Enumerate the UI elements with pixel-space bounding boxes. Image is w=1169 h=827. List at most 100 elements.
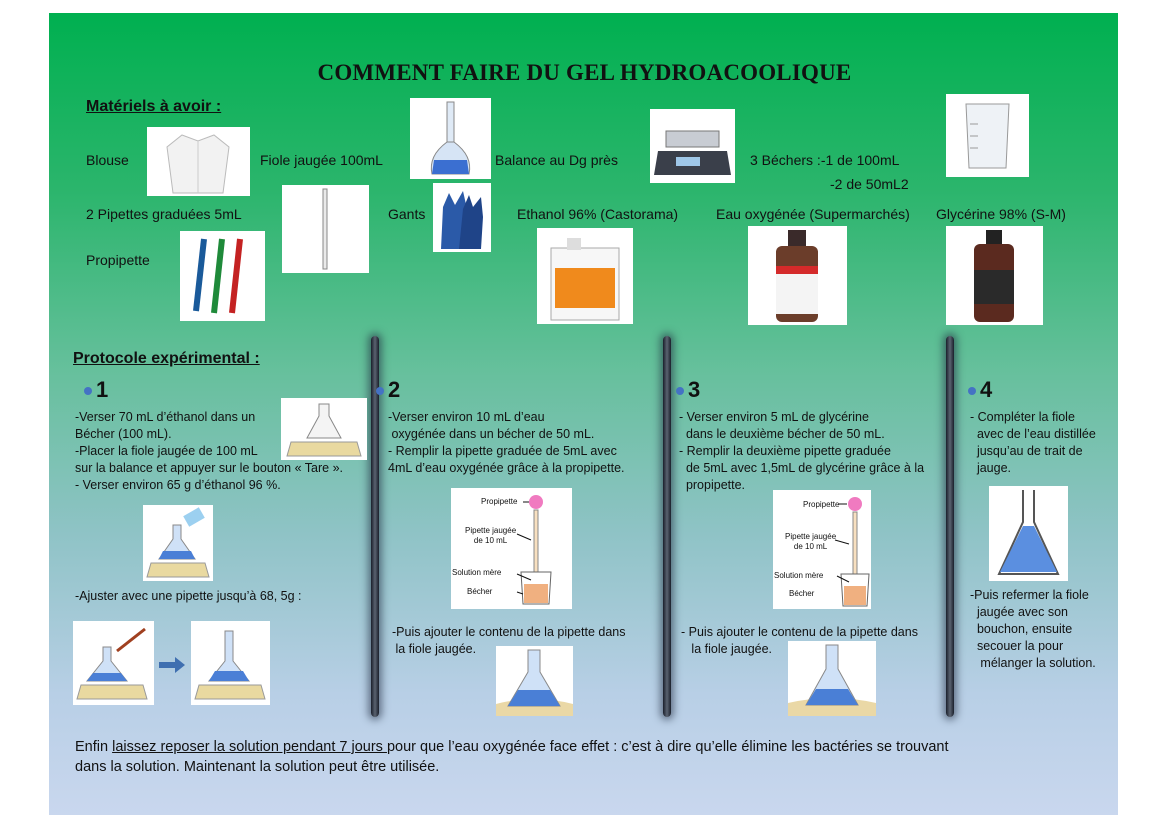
step-2-text-b: -Puis ajouter le contenu de la pipette d…: [392, 624, 662, 658]
step-4-line: secouer la pour: [970, 639, 1064, 653]
label-propipette: Propipette: [86, 252, 150, 268]
step-3-line: dans le deuxième bécher de 50 mL.: [679, 427, 885, 441]
bullet-icon: [968, 387, 976, 396]
pouring-ethanol-image: [143, 505, 213, 581]
page-title: COMMENT FAIRE DU GEL HYDROACOOLIQUE: [317, 60, 852, 85]
conclusion-prefix: Enfin: [75, 739, 113, 755]
hydrogen-peroxide-bottle-image: [748, 226, 847, 325]
step-2-number-text: 2: [388, 377, 401, 402]
protocol-heading: Protocole expérimental :: [73, 350, 260, 367]
label-gants: Gants: [388, 206, 426, 222]
step-2-line: - Remplir la pipette graduée de 5mL avec: [388, 444, 617, 458]
step-3-line: propipette.: [679, 478, 746, 492]
label-blouse: Blouse: [86, 152, 129, 168]
step-2-line: -Verser environ 10 mL d’eau: [388, 410, 545, 424]
step-1-line: Bécher (100 mL).: [75, 427, 172, 441]
label-pipettes: 2 Pipettes graduées 5mL: [86, 206, 242, 222]
step-4-line: - Compléter la fiole: [970, 410, 1075, 424]
step-4-line: jaugée avec son: [970, 605, 1068, 619]
step-1-line: -Placer la fiole jaugée de 100 mL: [75, 444, 258, 458]
flask-on-scale-image-1: [281, 398, 367, 460]
arrow-right-icon: [159, 657, 185, 678]
conclusion-text: Enfin laissez reposer la solution pendan…: [75, 737, 1095, 777]
flask-image-step-2: [496, 646, 573, 716]
flask-image-step-3: [788, 641, 876, 716]
label-fiole: Fiole jaugée 100mL: [260, 152, 383, 168]
diagram-label-becher: Bécher: [467, 587, 493, 596]
flask-on-scale-image-2: [191, 621, 270, 705]
filled-flask-image: [989, 486, 1068, 581]
column-divider-3: [946, 336, 954, 717]
step-3-number-text: 3: [688, 377, 701, 402]
step-4-text-b: -Puis refermer la fiole jaugée avec son …: [970, 587, 1110, 672]
step-3-line: la fiole jaugée.: [681, 642, 773, 656]
diagram-label-solution: Solution mère: [452, 568, 502, 577]
step-2-text: -Verser environ 10 mL d’eau oxygénée dan…: [388, 409, 658, 477]
step-3-number: 3: [676, 377, 700, 403]
conclusion-suffix: pour que l’eau oxygénée face effet : c’e…: [386, 739, 949, 755]
volumetric-flask-image: [410, 98, 491, 179]
step-3-line: - Puis ajouter le contenu de la pipette …: [681, 625, 918, 639]
step-1-adjust-text: -Ajuster avec une pipette jusqu’à 68, 5g…: [75, 589, 302, 603]
step-3-line: - Remplir la deuxième pipette graduée: [679, 444, 891, 458]
lab-coat-image: [147, 127, 250, 196]
label-glycerine: Glycérine 98% (S-M): [936, 206, 1066, 222]
step-3-text: - Verser environ 5 mL de glycérine dans …: [679, 409, 949, 494]
propipette-image: [180, 231, 265, 321]
step-2-line: la fiole jaugée.: [392, 642, 477, 656]
ethanol-can-image: [537, 228, 633, 324]
step-1-number-text: 1: [96, 377, 109, 402]
step-4-line: jusqu’au de trait de: [970, 444, 1083, 458]
step-1-line: sur la balance et appuyer sur le bouton …: [75, 461, 343, 475]
label-ethanol: Ethanol 96% (Castorama): [517, 206, 679, 222]
label-eau-oxygenee: Eau oxygénée (Supermarchés): [716, 206, 910, 222]
pipette-image: [282, 185, 369, 273]
gloves-image: [433, 183, 491, 252]
step-1-line: - Verser environ 65 g d’éthanol 96 %.: [75, 478, 281, 492]
diagram-label-pipette-2: de 10 mL: [793, 542, 828, 551]
step-4-line: jauge.: [970, 461, 1012, 475]
diagram-label-solution: Solution mère: [774, 571, 824, 580]
step-2-number: 2: [376, 377, 400, 403]
step-4-number: 4: [968, 377, 992, 403]
step-3-line: - Verser environ 5 mL de glycérine: [679, 410, 869, 424]
diagram-label-propipette: Propipette: [803, 500, 840, 509]
label-balance: Balance au Dg près: [495, 152, 618, 168]
step-1-text: -Verser 70 mL d’éthanol dans un Bécher (…: [75, 409, 375, 494]
step-4-line: bouchon, ensuite: [970, 622, 1073, 636]
step-3-text-b: - Puis ajouter le contenu de la pipette …: [681, 624, 951, 658]
step-4-text: - Compléter la fiole avec de l’eau disti…: [970, 409, 1110, 477]
step-2-line: oxygénée dans un bécher de 50 mL.: [388, 427, 595, 441]
step-1-number: 1: [84, 377, 108, 403]
step-4-number-text: 4: [980, 377, 993, 402]
diagram-label-pipette-2: de 10 mL: [473, 536, 508, 545]
step-4-line: avec de l’eau distillée: [970, 427, 1096, 441]
conclusion-line-1: Enfin laissez reposer la solution pendan…: [75, 737, 1095, 757]
scale-image: [650, 109, 735, 183]
column-divider-1: [371, 336, 379, 717]
step-3-line: de 5mL avec 1,5mL de glycérine grâce à l…: [679, 461, 925, 475]
bullet-icon: [84, 387, 92, 396]
bullet-icon: [376, 387, 384, 396]
label-bechers-1: 3 Béchers :-1 de 100mL: [750, 152, 900, 168]
label-bechers-2: -2 de 50mL2: [830, 176, 909, 192]
bullet-icon: [676, 387, 684, 396]
beaker-image: [946, 94, 1029, 177]
materials-heading: Matériels à avoir :: [86, 98, 222, 115]
diagram-label-becher: Bécher: [789, 589, 815, 598]
step-2-line: -Puis ajouter le contenu de la pipette d…: [392, 625, 626, 639]
step-2-line: 4mL d’eau oxygénée grâce à la propipette…: [388, 461, 625, 475]
diagram-label-propipette: Propipette: [481, 497, 518, 506]
conclusion-line-2: dans la solution. Maintenant la solution…: [75, 759, 440, 775]
step-4-line: -Puis refermer la fiole: [970, 588, 1089, 602]
pipette-adjust-image: [73, 621, 154, 705]
glycerine-bottle-image: [946, 226, 1043, 325]
diagram-label-pipette-1: Pipette jaugée: [785, 532, 837, 541]
column-divider-2: [663, 336, 671, 717]
step-4-line: mélanger la solution.: [970, 656, 1096, 670]
step-1-line: -Verser 70 mL d’éthanol dans un: [75, 410, 256, 424]
